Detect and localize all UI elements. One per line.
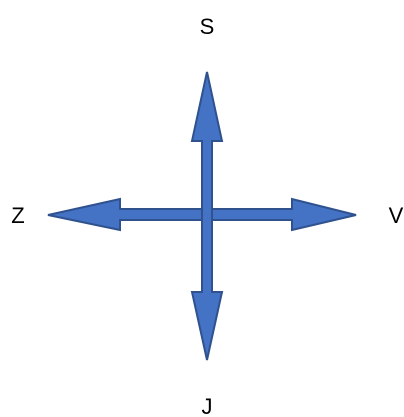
- label-west: Z: [11, 203, 24, 228]
- label-south: J: [202, 394, 213, 417]
- label-east: V: [389, 203, 404, 228]
- vertical-double-arrow: [190, 71, 224, 361]
- label-north: S: [200, 14, 215, 39]
